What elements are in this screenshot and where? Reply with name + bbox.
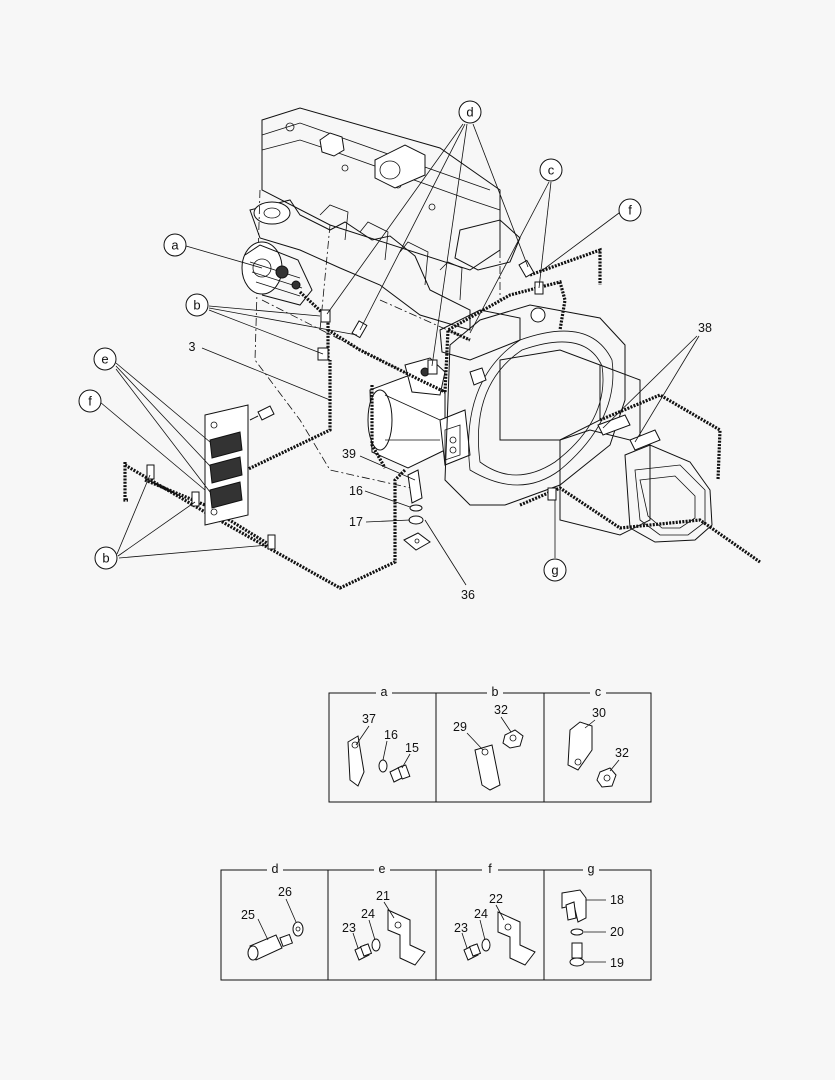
clip-b3 xyxy=(191,491,200,507)
part-number-17: 17 xyxy=(349,515,363,529)
panel-a-part-15: 15 xyxy=(405,741,419,755)
panel-e-parts: 21 24 23 xyxy=(342,889,426,966)
panel-a-part-16: 16 xyxy=(384,728,398,742)
callout-b-lower: b xyxy=(94,546,118,570)
callout-f-left: f xyxy=(78,389,102,413)
detail-panels-row2: d e f g 25 26 21 24 23 xyxy=(220,862,652,981)
detail-panels-row1: a b c 37 16 15 29 32 xyxy=(328,685,652,803)
panel-e-part-24: 24 xyxy=(361,907,375,921)
panel-g-part-19: 19 xyxy=(610,956,624,970)
callout-g: g xyxy=(543,558,567,582)
panel-e-part-23: 23 xyxy=(342,921,356,935)
panel-d-parts: 25 26 xyxy=(241,885,304,961)
sensor-38b xyxy=(629,429,661,451)
callout-e: e xyxy=(93,347,117,371)
panel-d-title: d xyxy=(272,862,279,876)
panel-g-parts: 18 20 19 xyxy=(561,889,624,970)
panel-d-part-25: 25 xyxy=(241,908,255,922)
callout-a: a xyxy=(163,233,187,257)
panel-c-title: c xyxy=(595,685,601,699)
panel-a-part-37: 37 xyxy=(362,712,376,726)
callout-f-top-label: f xyxy=(628,203,632,218)
panel-c-part-30: 30 xyxy=(592,706,606,720)
transmission-housing xyxy=(439,304,713,543)
ground-strap xyxy=(403,469,431,551)
panel-f-part-22: 22 xyxy=(489,892,503,906)
callout-d: d xyxy=(458,100,482,124)
panel-g-part-18: 18 xyxy=(610,893,624,907)
bracket-bolt xyxy=(249,405,275,421)
part-number-16: 16 xyxy=(349,484,363,498)
part-number-36: 36 xyxy=(461,588,475,602)
clip-d2 xyxy=(351,320,368,339)
part-number-39: 39 xyxy=(342,447,356,461)
panel-b-part-29: 29 xyxy=(453,720,467,734)
panel-g-title: g xyxy=(588,862,595,876)
callout-e-label: e xyxy=(101,352,108,367)
callout-b-upper-label: b xyxy=(193,298,200,313)
panel-e-title: e xyxy=(379,862,386,876)
panel-a-parts: 37 16 15 xyxy=(347,712,419,787)
clip-b2 xyxy=(146,464,155,480)
callout-a-label: a xyxy=(171,238,179,253)
leader-lines xyxy=(99,123,700,586)
panel-b-parts: 29 32 xyxy=(453,703,524,791)
clip-d4 xyxy=(518,259,535,278)
panel-b-title: b xyxy=(492,685,499,699)
panel-f-title: f xyxy=(488,862,492,876)
callout-c: c xyxy=(539,158,563,182)
sensor-38a xyxy=(597,414,631,436)
part-number-3: 3 xyxy=(189,340,196,354)
panel-g-part-20: 20 xyxy=(610,925,624,939)
callout-b-upper: b xyxy=(185,293,209,317)
engine-block xyxy=(249,107,521,491)
panel-f-part-23: 23 xyxy=(454,921,468,935)
clip-d1 xyxy=(320,309,331,323)
relay-bracket xyxy=(204,404,249,526)
callout-f-left-label: f xyxy=(88,394,92,409)
callout-f-top: f xyxy=(618,198,642,222)
part-number-38: 38 xyxy=(698,321,712,335)
clip-b4 xyxy=(267,534,276,550)
panel-c-part-32: 32 xyxy=(615,746,629,760)
manifold-flange xyxy=(253,201,291,225)
panel-f-part-24: 24 xyxy=(474,907,488,921)
callout-d-label: d xyxy=(466,105,473,120)
callout-g-label: g xyxy=(551,563,558,578)
callout-b-lower-label: b xyxy=(102,551,109,566)
panel-c-parts: 30 32 xyxy=(567,706,629,788)
starter-motor xyxy=(367,357,471,469)
panel-b-part-32: 32 xyxy=(494,703,508,717)
breather-pipe xyxy=(374,144,426,189)
panel-d-part-26: 26 xyxy=(278,885,292,899)
panel-e-part-21: 21 xyxy=(376,889,390,903)
oil-cap xyxy=(319,132,345,157)
clip-g1 xyxy=(547,487,557,501)
callout-c-label: c xyxy=(548,163,555,178)
panel-a-title: a xyxy=(381,685,388,699)
panel-f-parts: 22 24 23 xyxy=(454,892,536,966)
